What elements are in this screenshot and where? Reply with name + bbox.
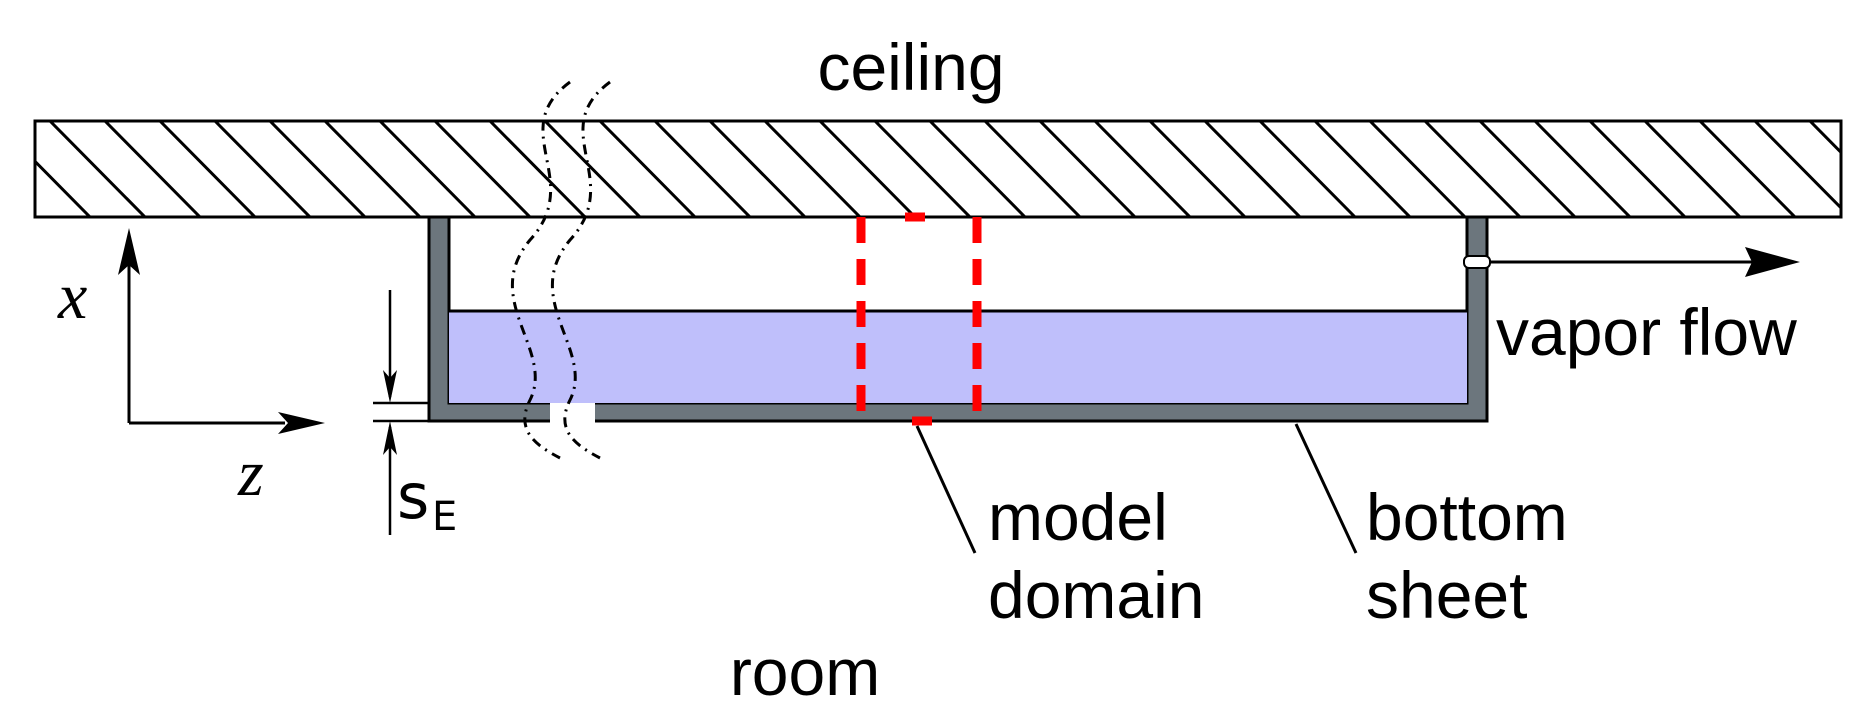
vapor-flow-arrow: [1490, 247, 1800, 277]
hatch-line: [48, 121, 147, 217]
model-domain-label-line2: domain: [988, 558, 1204, 632]
hatch-line: [928, 121, 1027, 217]
coordinate-axes: [118, 228, 325, 434]
break-marks: [510, 80, 611, 460]
bottom-sheet-leader: [1294, 423, 1358, 554]
model-domain-label-line1: model: [988, 480, 1168, 554]
hatch-line: [1588, 121, 1687, 217]
hatch-line: [35, 214, 37, 217]
vapor-outlet: [1463, 255, 1491, 269]
hatch-line: [1808, 121, 1841, 155]
hatch-line: [1478, 121, 1577, 217]
hatch-line: [378, 121, 477, 217]
hatch-line: [213, 121, 312, 217]
hatch-line: [983, 121, 1082, 217]
bottom-sheet-label-line1: bottom: [1366, 480, 1568, 554]
model-domain-box: [856, 212, 982, 426]
hatch-line: [158, 121, 257, 217]
hatch-line: [268, 121, 367, 217]
hatch-line: [1148, 121, 1247, 217]
hatch-line: [653, 121, 752, 217]
hatch-line: [1203, 121, 1302, 217]
hatch-line: [103, 121, 202, 217]
liquid-layer: [449, 309, 1467, 403]
hatch-line: [598, 121, 697, 217]
thickness-symbol: s: [397, 460, 429, 533]
bottom-sheet: [427, 215, 1489, 423]
model-domain-leader: [915, 425, 977, 554]
hatch-line: [488, 121, 587, 217]
bottom-sheet-label-line2: sheet: [1366, 558, 1527, 632]
ceiling-label: ceiling: [817, 30, 1004, 104]
hatch-line: [1698, 121, 1797, 217]
ceiling-slab: [33, 119, 1873, 219]
hatch-line: [433, 121, 532, 217]
hatch-line: [873, 121, 972, 217]
hatch-line: [1093, 121, 1192, 217]
hatch-line: [1258, 121, 1357, 217]
hatch-line: [323, 121, 422, 217]
hatch-line: [818, 121, 917, 217]
hatch-line: [708, 121, 807, 217]
hatch-line: [1038, 121, 1137, 217]
thickness-dimension: [373, 290, 429, 535]
vapor-flow-label: vapor flow: [1496, 295, 1797, 369]
hatch-line: [1753, 121, 1841, 211]
hatch-line: [1368, 121, 1467, 217]
room-label: room: [730, 635, 880, 709]
hatch-line: [1313, 121, 1412, 217]
hatch-line: [543, 121, 642, 217]
hatch-line: [35, 159, 92, 217]
axis-z-label: z: [237, 437, 264, 510]
hatch-line: [1533, 121, 1632, 217]
hatch-line: [1423, 121, 1522, 217]
hatch-line: [1865, 121, 1873, 217]
hatch-line: [1643, 121, 1742, 217]
axis-x-label: x: [57, 260, 87, 333]
hatch-line: [763, 121, 862, 217]
thickness-subscript: E: [432, 494, 457, 540]
